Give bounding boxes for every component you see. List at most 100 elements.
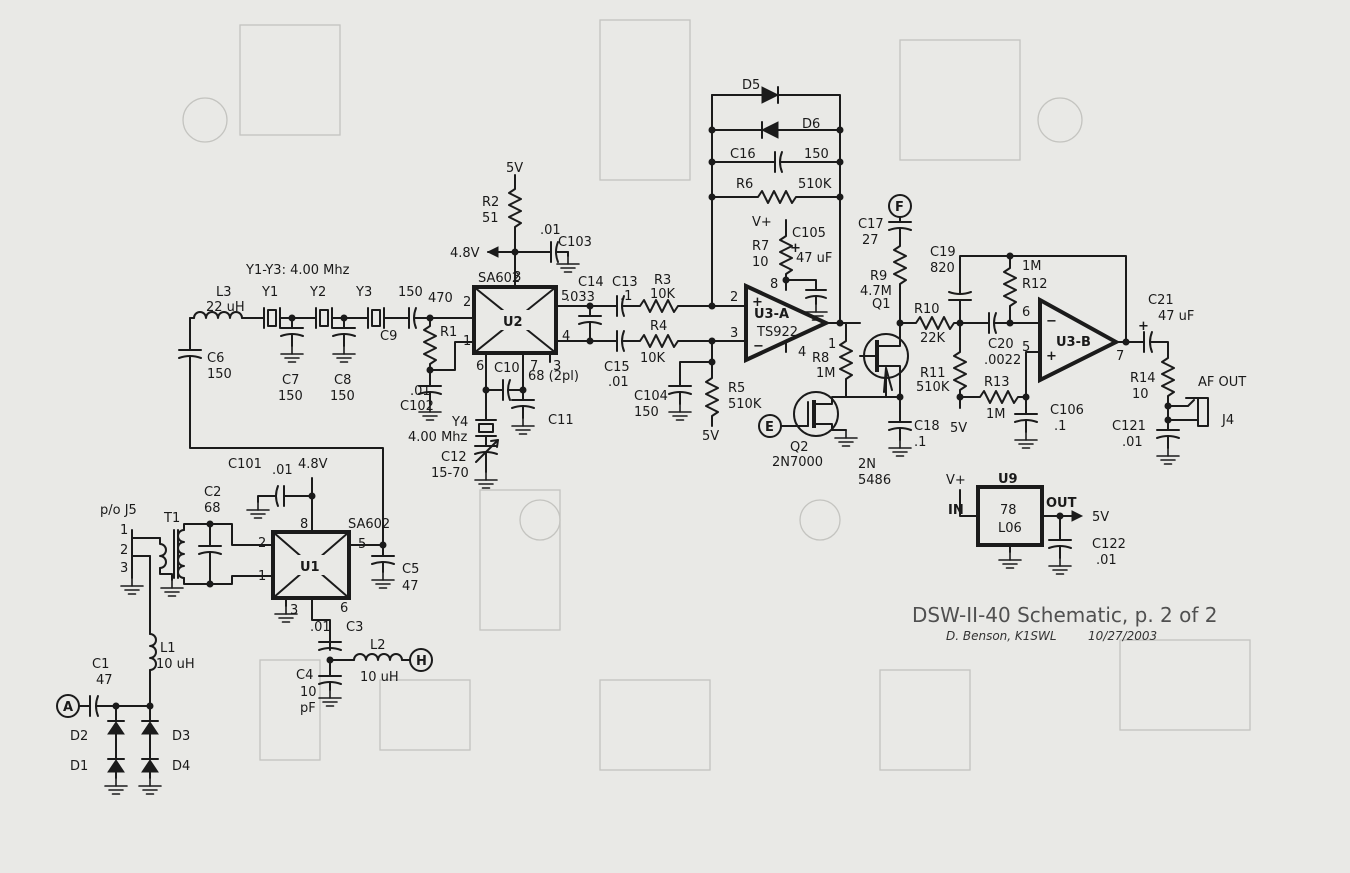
c12-trimmer: C12 15-70 [431, 439, 499, 489]
c17-value: 27 [862, 233, 879, 248]
l3-ref: L3 [216, 285, 232, 300]
d2-diode: D2 [70, 705, 125, 744]
c106-ref: C106 [1050, 403, 1084, 418]
c102-value: .01 [410, 384, 431, 399]
c3-capacitor: .01 C3 [310, 620, 363, 651]
c7-capacitor: C7 150 [278, 317, 304, 404]
j5-pin2: 2 [120, 543, 128, 558]
y3-crystal: Y3 [355, 285, 393, 329]
c3-ref: C3 [346, 620, 363, 635]
d5-diode: D5 [711, 78, 780, 104]
c13-capacitor: C13 .1 [589, 275, 638, 317]
c14-ref: C14 [578, 275, 604, 290]
c105-value: 47 uF [796, 251, 832, 266]
r2-supply: 5V [506, 161, 523, 176]
r11-value: 510K [916, 380, 950, 395]
u9-vplus: V+ [946, 473, 966, 488]
c1-ref: C1 [92, 657, 109, 672]
u3a-pin8: 8 [770, 277, 778, 292]
connector-f-label: F [895, 200, 904, 215]
c20-capacitor: C20 .0022 [977, 312, 1041, 368]
c14-capacitor: C14 .033 [566, 275, 604, 342]
l3-value: 22 uH [206, 300, 245, 315]
d4-ref: D4 [172, 759, 190, 774]
c4-ref: C4 [296, 668, 313, 683]
c8-value: 150 [330, 389, 355, 404]
u9-out-5v: 5V [1092, 510, 1109, 525]
c101-capacitor: .01 C101 [228, 457, 313, 519]
c3-value: .01 [310, 620, 331, 635]
r3-resistor: R3 10K [633, 273, 747, 313]
u2-pin6: 6 [476, 359, 484, 374]
r13-ref: R13 [984, 375, 1010, 390]
r12-resistor: 1M R12 [1003, 252, 1048, 324]
q2-part: 2N7000 [772, 455, 823, 470]
u2-bias-node: 4.8V [450, 246, 541, 261]
y1-ref: Y1 [261, 285, 278, 300]
c101-value: .01 [272, 463, 293, 478]
c15-value: .01 [608, 375, 629, 390]
d5-ref: D5 [742, 78, 760, 93]
u3a-plus-sign: + [752, 295, 763, 310]
r8-value: 1M [816, 366, 836, 381]
c11-ref: C11 [548, 413, 574, 428]
r5-ref: R5 [728, 381, 745, 396]
connector-h: H [409, 648, 433, 672]
u3b-ref: U3-B [1056, 335, 1091, 350]
y2-crystal: Y2 [307, 285, 341, 329]
d2-ref: D2 [70, 729, 88, 744]
q1-part-line2: 5486 [858, 473, 891, 488]
c12-ref: C12 [441, 450, 467, 465]
y3-ref: Y3 [355, 285, 372, 300]
r5-resistor: 5V R5 510K [702, 340, 762, 444]
c6-ref: C6 [207, 351, 224, 366]
c15-ref: C15 [604, 360, 630, 375]
u9-out-label: OUT [1046, 496, 1077, 511]
c105-capacitor: + C105 47 uF [782, 226, 832, 321]
y1-crystal: Y1 [255, 285, 289, 329]
u3b-opamp: U3-B − + 6 5 7 [1022, 296, 1124, 384]
c1-capacitor: C1 47 [78, 657, 154, 717]
u2-pin3: 3 [553, 359, 561, 374]
r7-value: 10 [752, 255, 769, 270]
c20-value: .0022 [984, 353, 1021, 368]
c7-ref: C7 [282, 373, 299, 388]
connector-h-label: H [416, 654, 427, 669]
u1-pin3: 3 [290, 603, 298, 618]
q2-mosfet: Q2 2N7000 [772, 391, 858, 470]
connector-a-label: A [63, 700, 73, 715]
u3b-pin5: 5 [1022, 340, 1030, 355]
d6-ref: D6 [802, 117, 820, 132]
u3a-opamp: U3-A TS922 + − 2 3 1 8 4 [730, 277, 836, 364]
u3b-pin6: 6 [1022, 305, 1030, 320]
d1-ref: D1 [70, 759, 88, 774]
r9-value: 4.7M [860, 284, 892, 299]
c9-value: 150 [398, 285, 423, 300]
r9-ref: R9 [870, 269, 887, 284]
r9-resistor: R9 4.7M [860, 239, 907, 327]
u2-mixer: U2 SA602 8 2 1 6 7 3 5 4 [463, 270, 570, 374]
c122-ref: C122 [1092, 537, 1126, 552]
c104-value: 150 [634, 405, 659, 420]
u3a-ref: U3-A [754, 307, 789, 322]
c1-value: 47 [96, 673, 113, 688]
r14-ref: R14 [1130, 371, 1156, 386]
u1-pin6: 6 [340, 601, 348, 616]
u9-part-line1: 78 [1000, 503, 1017, 518]
u3b-minus-sign: − [1046, 314, 1057, 329]
r11-resistor: 5V R11 510K [916, 322, 967, 436]
l1-value: 10 uH [156, 657, 195, 672]
c103-capacitor: .01 C103 [539, 223, 592, 273]
u2-pin7: 7 [530, 359, 538, 374]
c103-ref: C103 [558, 235, 592, 250]
c121-ref: C121 [1112, 419, 1146, 434]
d3-diode: D3 [141, 705, 190, 744]
connector-f: F [888, 194, 912, 218]
r11-ref: R11 [920, 366, 946, 381]
d1-diode: D1 [70, 739, 128, 795]
u3a-pin2: 2 [730, 290, 738, 305]
r12-ref: R12 [1022, 277, 1048, 292]
r2-ref: R2 [482, 195, 499, 210]
c16-capacitor: C16 150 [708, 147, 844, 173]
u3-vplus: V+ [752, 215, 772, 230]
